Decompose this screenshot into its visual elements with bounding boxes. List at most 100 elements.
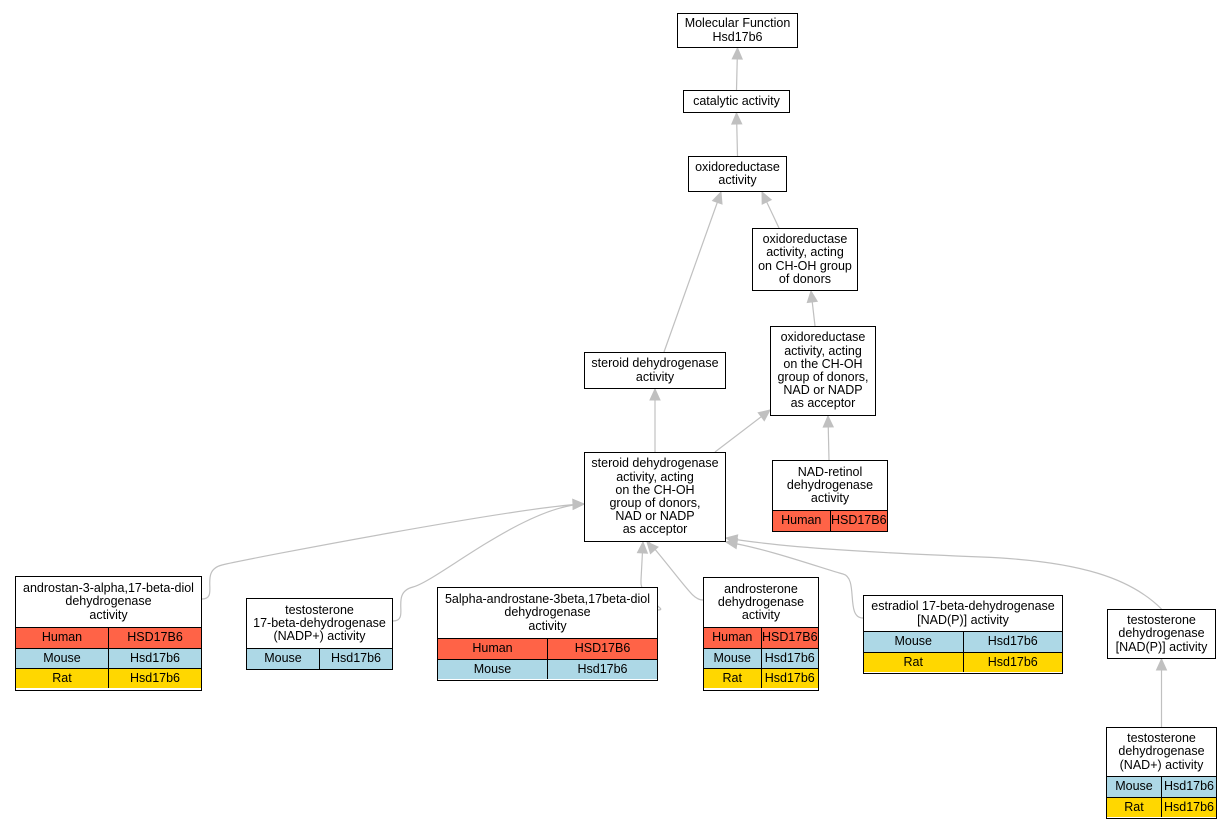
edge-line <box>392 503 585 622</box>
node-label: oxidoreductase activity <box>695 159 780 187</box>
species-cell: Rat <box>52 670 72 685</box>
species-cell: Mouse <box>264 651 302 666</box>
edge-line <box>201 503 585 600</box>
gene-cell[interactable]: Hsd17b6 <box>108 669 201 688</box>
edge-arrowhead <box>1155 657 1168 671</box>
species-row-rat: Rat Hsd17b6 <box>16 668 201 688</box>
node-label: steroid dehydrogenase activity <box>591 356 719 384</box>
node-label: testosterone 17-beta-dehydrogenase (NADP… <box>253 602 386 644</box>
species-row-mouse: Mouse Hsd17b6 <box>247 649 392 669</box>
species-row-rat: Rat Hsd17b6 <box>1107 797 1216 817</box>
node-label: testosterone dehydrogenase [NAD(P)] acti… <box>1115 613 1208 654</box>
node-oxidoreductase-nad-nadp[interactable]: oxidoreductase activity, acting on the C… <box>770 326 876 416</box>
edge-arrowhead <box>730 111 743 125</box>
edge-arrowhead <box>806 289 819 304</box>
node-steroid-dehydrogenase-nad-nadp[interactable]: steroid dehydrogenase activity, acting o… <box>584 452 726 542</box>
edge-line <box>725 537 1162 610</box>
edge-arrowhead <box>731 46 744 60</box>
species-row-mouse: Mouse Hsd17b6 <box>16 648 201 668</box>
gene-cell[interactable]: Hsd17b6 <box>108 649 201 668</box>
species-cell: Human <box>781 513 822 528</box>
node-label: 5alpha-androstane-3beta,17beta-diol dehy… <box>444 592 651 633</box>
species-gene-table: Human HSD17B6 <box>773 510 887 531</box>
node-label: Molecular Function Hsd17b6 <box>684 16 791 44</box>
species-row-mouse: Mouse Hsd17b6 <box>438 659 657 679</box>
species-row-mouse: Mouse Hsd17b6 <box>704 648 818 668</box>
node-testosterone-17beta-nadp[interactable]: testosterone 17-beta-dehydrogenase (NADP… <box>246 598 393 670</box>
species-cell: Mouse <box>713 650 752 665</box>
node-oxidoreductase-activity[interactable]: oxidoreductase activity <box>688 156 787 192</box>
gene-cell[interactable]: Hsd17b6 <box>1161 777 1216 797</box>
edge-line <box>648 541 704 601</box>
node-label: testosterone dehydrogenase (NAD+) activi… <box>1118 731 1205 772</box>
node-label: oxidoreductase activity, acting on the C… <box>777 330 869 411</box>
gene-cell[interactable]: HSD17B6 <box>547 639 657 659</box>
edge-arrowhead <box>822 414 835 428</box>
edge-arrowhead <box>636 540 649 554</box>
node-testosterone-dehydrogenase-nad[interactable]: testosterone dehydrogenase (NAD+) activi… <box>1106 727 1217 819</box>
species-cell: Rat <box>1124 799 1144 814</box>
species-cell: Mouse <box>894 634 933 649</box>
species-row-rat: Rat Hsd17b6 <box>704 668 818 688</box>
edge-arrowhead <box>649 387 661 401</box>
node-label: catalytic activity <box>693 93 780 108</box>
gene-cell[interactable]: Hsd17b6 <box>547 660 657 679</box>
gene-cell[interactable]: HSD17B6 <box>829 511 888 531</box>
edge-arrowhead <box>572 498 586 511</box>
species-row-human: Human HSD17B6 <box>773 511 887 531</box>
edge-arrowhead <box>724 534 739 546</box>
edge-arrowhead <box>761 190 773 205</box>
gene-cell[interactable]: Hsd17b6 <box>760 669 819 688</box>
edge-arrowhead <box>646 541 659 555</box>
node-nad-retinol-dehydrogenase[interactable]: NAD-retinol dehydrogenase activity Human… <box>772 460 888 532</box>
species-cell: Rat <box>903 654 923 669</box>
node-label: estradiol 17-beta-dehydrogenase [NAD(P)]… <box>871 599 1055 627</box>
gene-cell[interactable]: Hsd17b6 <box>962 653 1063 672</box>
species-gene-table: Human HSD17B6 Mouse Hsd17b6 Rat Hsd17b6 <box>16 627 201 688</box>
gene-cell[interactable]: Hsd17b6 <box>962 632 1063 652</box>
node-5alpha-androstane-diol-dehydrogenase[interactable]: 5alpha-androstane-3beta,17beta-diol dehy… <box>437 587 658 681</box>
node-estradiol-17beta-dehydrogenase[interactable]: estradiol 17-beta-dehydrogenase [NAD(P)]… <box>863 595 1063 674</box>
node-label: androsterone dehydrogenase activity <box>717 581 805 623</box>
edge-arrowhead <box>757 409 771 422</box>
node-label: steroid dehydrogenase activity, acting o… <box>591 456 719 537</box>
species-row-mouse: Mouse Hsd17b6 <box>864 632 1062 652</box>
node-testosterone-dehydrogenase-nadp[interactable]: testosterone dehydrogenase [NAD(P)] acti… <box>1107 609 1216 659</box>
species-gene-table: Mouse Hsd17b6 Rat Hsd17b6 <box>864 631 1062 672</box>
node-label: NAD-retinol dehydrogenase activity <box>786 464 874 506</box>
gene-cell[interactable]: Hsd17b6 <box>319 649 392 669</box>
species-gene-table: Human HSD17B6 Mouse Hsd17b6 <box>438 638 657 679</box>
species-cell: Rat <box>722 670 742 685</box>
node-androstan-diol-dehydrogenase[interactable]: androstan-3-alpha,17-beta-diol dehydroge… <box>15 576 202 691</box>
node-label: oxidoreductase activity, acting on CH-OH… <box>758 232 852 286</box>
species-row-human: Human HSD17B6 <box>16 628 201 648</box>
node-androsterone-dehydrogenase[interactable]: androsterone dehydrogenase activity Huma… <box>703 577 819 691</box>
species-cell: Mouse <box>473 661 512 676</box>
species-row-human: Human HSD17B6 <box>704 628 818 648</box>
node-oxidoreductase-ch-oh[interactable]: oxidoreductase activity, acting on CH-OH… <box>752 228 858 291</box>
gene-cell[interactable]: Hsd17b6 <box>760 649 819 668</box>
species-cell: Mouse <box>43 650 81 665</box>
edge-arrowhead <box>711 190 723 205</box>
species-gene-table: Mouse Hsd17b6 <box>247 648 392 669</box>
node-label: androstan-3-alpha,17-beta-diol dehydroge… <box>23 581 194 622</box>
species-cell: Human <box>712 630 753 645</box>
node-catalytic-activity[interactable]: catalytic activity <box>683 90 790 113</box>
node-steroid-dehydrogenase[interactable]: steroid dehydrogenase activity <box>584 352 726 389</box>
species-row-mouse: Mouse Hsd17b6 <box>1107 777 1216 797</box>
gene-cell[interactable]: HSD17B6 <box>108 628 201 648</box>
species-row-human: Human HSD17B6 <box>438 639 657 659</box>
species-cell: Mouse <box>1115 779 1153 794</box>
edge-line <box>714 409 771 453</box>
edge-line <box>725 541 864 619</box>
species-gene-table: Human HSD17B6 Mouse Hsd17b6 Rat Hsd17b6 <box>704 627 818 688</box>
species-gene-table: Mouse Hsd17b6 Rat Hsd17b6 <box>1107 776 1216 817</box>
species-row-rat: Rat Hsd17b6 <box>864 652 1062 672</box>
gene-cell[interactable]: Hsd17b6 <box>1161 798 1216 817</box>
species-cell: Human <box>472 641 513 656</box>
gene-cell[interactable]: HSD17B6 <box>760 628 819 648</box>
species-cell: Human <box>41 630 83 645</box>
edge-line <box>663 191 722 353</box>
node-molecular-function[interactable]: Molecular Function Hsd17b6 <box>677 13 798 48</box>
